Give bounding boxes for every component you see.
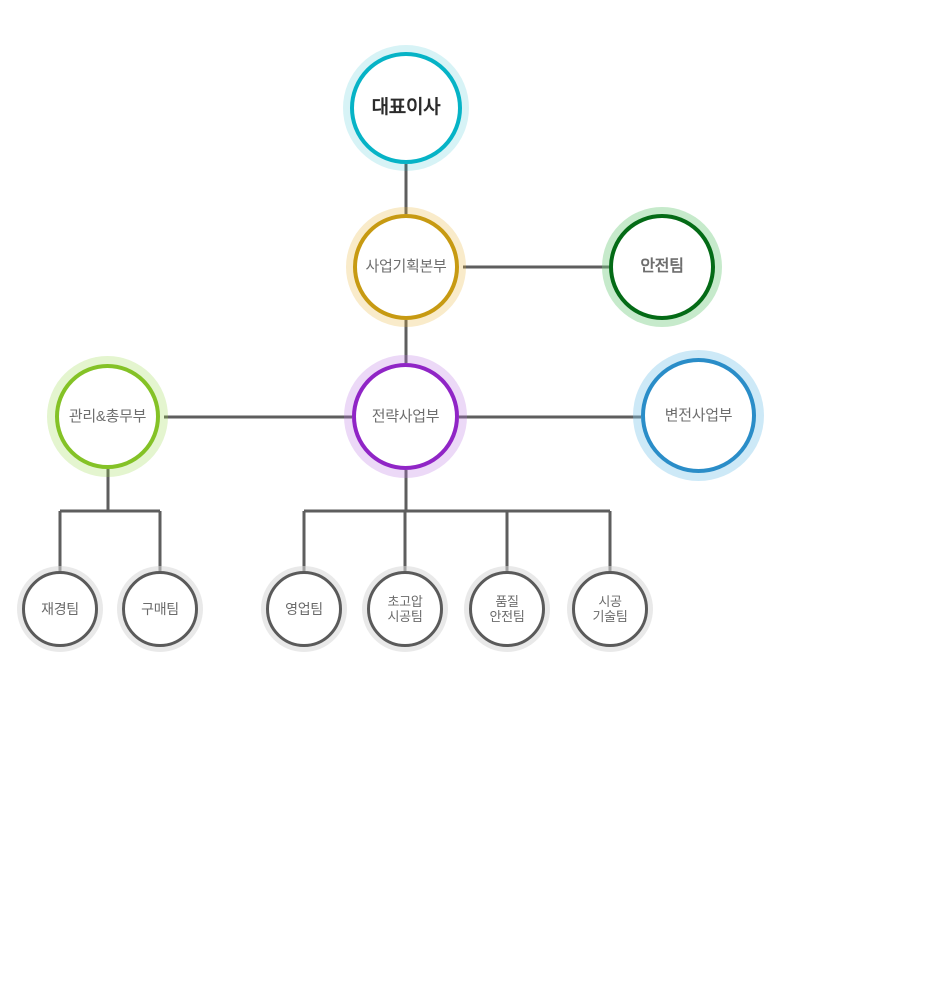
node-quality-safety-team-label: 품질 안전팀 [489,593,525,624]
node-sales-team[interactable]: 영업팀 [266,571,342,647]
node-safety-team-label: 안전팀 [640,257,684,275]
node-quality-safety-team[interactable]: 품질 안전팀 [469,571,545,647]
node-purchasing-team[interactable]: 구매팀 [122,571,198,647]
node-substation-business-label: 변전사업부 [664,406,733,424]
node-uhv-construction-team-label: 초고압 시공팀 [387,593,423,624]
node-business-planning-label: 사업기획본부 [365,258,447,276]
node-management-general-affairs-label: 관리&총무부 [68,407,147,425]
node-strategic-business[interactable]: 전략사업부 [352,363,459,470]
node-management-general-affairs[interactable]: 관리&총무부 [55,364,160,469]
node-uhv-construction-team[interactable]: 초고압 시공팀 [367,571,443,647]
node-sales-team-label: 영업팀 [285,600,323,617]
node-construction-technology-team[interactable]: 시공 기술팀 [572,571,648,647]
node-finance-team[interactable]: 재경팀 [22,571,98,647]
node-construction-technology-team-label: 시공 기술팀 [592,593,628,624]
node-ceo[interactable]: 대표이사 [350,52,462,164]
node-finance-team-label: 재경팀 [41,600,79,617]
node-safety-team[interactable]: 안전팀 [609,214,715,320]
node-purchasing-team-label: 구매팀 [141,600,179,617]
node-business-planning[interactable]: 사업기획본부 [353,214,459,320]
node-strategic-business-label: 전략사업부 [371,407,440,425]
node-substation-business[interactable]: 변전사업부 [641,358,756,473]
node-ceo-label: 대표이사 [371,96,441,118]
